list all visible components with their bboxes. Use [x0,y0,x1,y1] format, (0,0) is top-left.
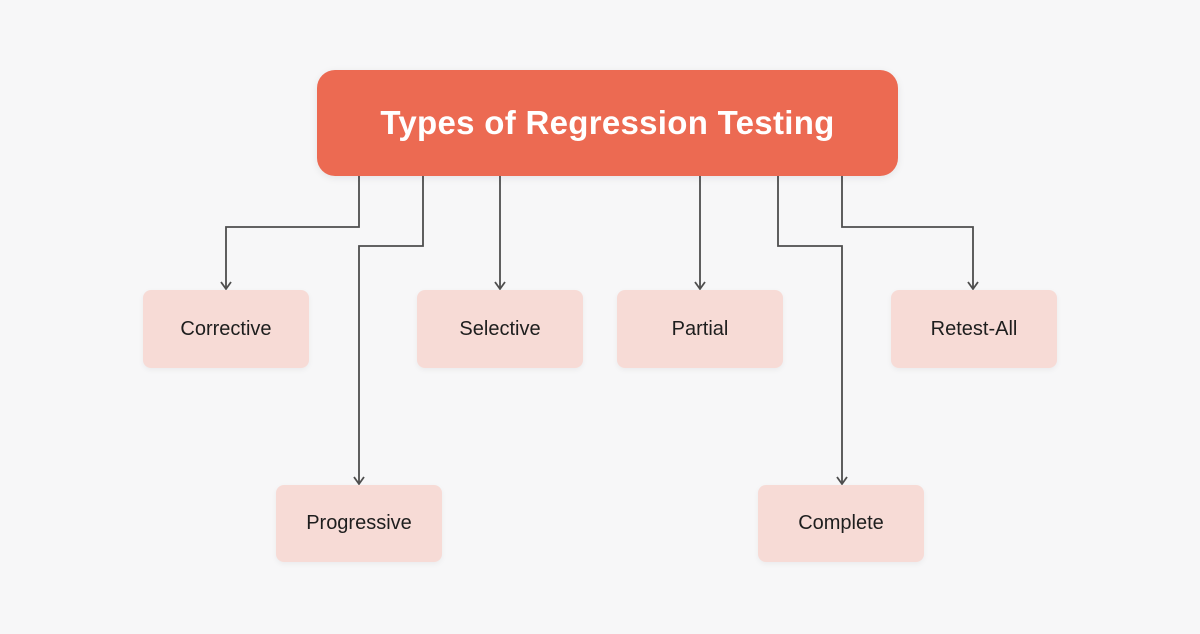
node-retest-all: Retest-All [891,290,1057,368]
node-complete-label: Complete [798,512,884,534]
arrowhead-retest-all [967,281,979,291]
arrowhead-progressive [353,476,365,486]
diagram-title-box: Types of Regression Testing [317,70,898,176]
node-selective-label: Selective [459,317,541,340]
node-selective: Selective [417,290,583,368]
arrowhead-corrective [220,281,232,291]
arrowhead-selective [494,281,506,291]
connector-corrective [225,176,360,288]
node-progressive-label: Progressive [306,512,412,534]
node-partial: Partial [617,290,783,368]
node-complete: Complete [758,485,924,562]
connector-complete [777,176,843,483]
node-retest-all-label: Retest-All [930,317,1018,340]
node-corrective: Corrective [143,290,309,368]
node-corrective-label: Corrective [180,317,272,340]
connector-retest-all [841,176,974,288]
node-progressive: Progressive [276,485,442,562]
diagram-title: Types of Regression Testing [380,104,835,141]
arrowhead-partial [694,281,706,291]
node-partial-label: Partial [671,317,729,340]
arrowhead-complete [836,476,848,486]
connector-progressive [358,176,424,483]
